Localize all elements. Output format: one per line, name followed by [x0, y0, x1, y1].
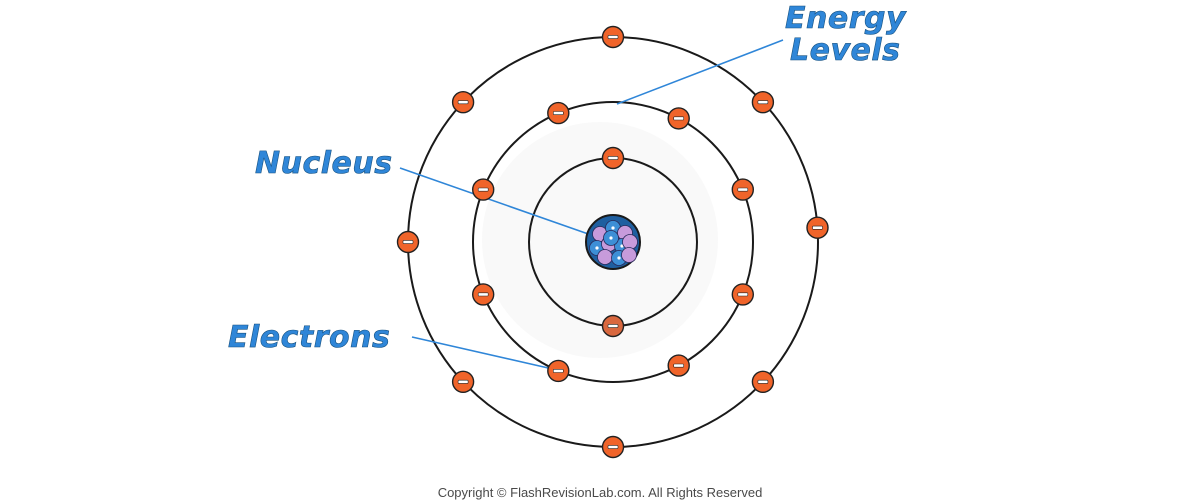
proton — [597, 249, 613, 265]
minus-icon — [607, 445, 619, 449]
electron — [751, 90, 775, 114]
neutron-dot — [609, 236, 613, 240]
electron — [667, 354, 690, 377]
electron — [731, 283, 754, 306]
electron — [601, 314, 625, 338]
neutron-dot — [595, 246, 599, 250]
minus-icon — [607, 35, 619, 39]
electron — [667, 107, 690, 130]
minus-icon — [673, 363, 685, 368]
leader-nucleus — [399, 167, 595, 237]
minus-icon — [673, 116, 685, 121]
neutron-dot — [611, 226, 615, 230]
electron — [806, 216, 829, 239]
copyright-notice: Copyright © FlashRevisionLab.com. All Ri… — [438, 485, 763, 500]
minus-icon — [477, 187, 489, 192]
electron — [396, 230, 420, 254]
minus-icon — [552, 368, 564, 373]
electron — [547, 359, 570, 383]
minus-icon — [812, 225, 823, 230]
nucleus — [585, 214, 641, 270]
minus-icon — [457, 100, 469, 105]
label-energy-line1: Energy — [785, 1, 907, 36]
leader-electrons — [411, 336, 558, 371]
leader-energy-levels — [616, 39, 784, 105]
electron — [472, 178, 495, 201]
electron — [451, 90, 475, 114]
label-electrons: Electrons — [228, 320, 390, 355]
electron — [451, 370, 475, 393]
label-nucleus: Nucleus — [255, 146, 393, 181]
electron — [601, 25, 625, 49]
electron — [601, 435, 625, 459]
minus-icon — [737, 292, 749, 297]
electron — [731, 178, 754, 201]
electron — [751, 370, 775, 393]
minus-icon — [757, 100, 769, 105]
minus-icon — [402, 240, 414, 244]
minus-icon — [477, 292, 489, 297]
neutron-dot — [617, 256, 621, 260]
minus-icon — [607, 156, 619, 160]
proton — [621, 247, 637, 263]
minus-icon — [457, 379, 469, 384]
orbit-shell-2 — [472, 101, 754, 383]
electron — [601, 146, 625, 170]
minus-icon — [737, 187, 749, 192]
label-energy-line2: Levels — [790, 33, 901, 68]
electron — [547, 101, 570, 125]
minus-icon — [552, 111, 564, 116]
electrons-group — [396, 25, 829, 459]
electron — [472, 283, 495, 306]
minus-icon — [757, 379, 769, 384]
minus-icon — [607, 324, 619, 328]
